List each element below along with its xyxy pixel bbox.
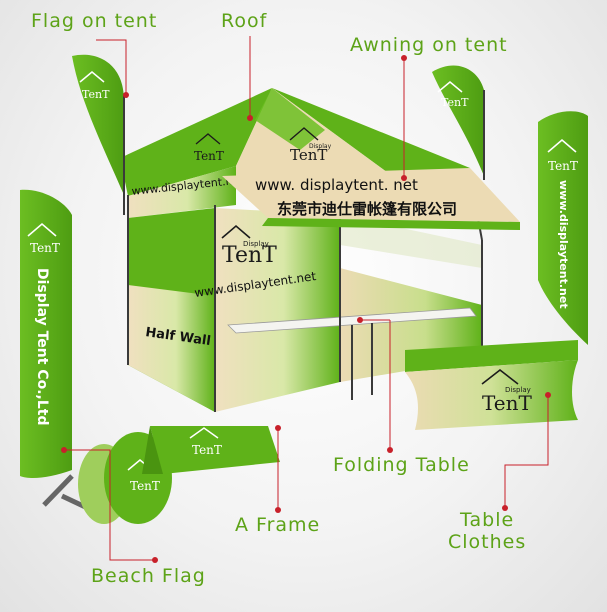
label-roof: Roof <box>221 10 268 32</box>
svg-text:TenT: TenT <box>192 443 222 457</box>
svg-text:TenT: TenT <box>82 88 110 101</box>
svg-text:Display: Display <box>309 143 332 150</box>
tent-roof <box>120 88 470 196</box>
flag-on-tent-left <box>72 54 124 195</box>
roof-back-panel <box>272 88 470 178</box>
table-cloth-logo: Display TenT <box>481 368 533 415</box>
back-wall <box>215 208 340 412</box>
valance-left <box>128 166 236 218</box>
leader-lines <box>64 36 549 561</box>
right-flag-url: www.displaytent.net <box>557 180 570 309</box>
svg-text:TenT: TenT <box>222 243 277 268</box>
flag-on-tent-right <box>432 65 484 176</box>
leader-dots <box>61 55 551 563</box>
svg-text:Display: Display <box>243 240 269 248</box>
awning-company-cn: 东莞市迪仕雷帐篷有限公司 <box>277 200 457 218</box>
label-folding-table: Folding Table <box>333 454 470 476</box>
svg-text:TenT: TenT <box>30 241 60 255</box>
svg-text:TenT: TenT <box>130 479 160 493</box>
roof-left-panel <box>120 88 272 196</box>
svg-text:Display: Display <box>505 386 531 394</box>
svg-text:TenT: TenT <box>441 96 469 109</box>
table-cloth <box>405 360 578 430</box>
label-table-clothes: Table Clothes <box>448 509 527 554</box>
left-flag-company: Display Tent Co.,Ltd <box>34 268 50 425</box>
svg-text:TenT: TenT <box>290 146 327 164</box>
label-flag-on-tent: Flag on tent <box>31 10 158 32</box>
a-frame <box>150 426 280 474</box>
roof-logo: Display TenT <box>289 127 332 164</box>
table-top <box>405 340 578 372</box>
svg-text:TenT: TenT <box>194 149 224 163</box>
folding-table <box>227 307 477 334</box>
right-beach-flag <box>538 111 588 345</box>
label-table-clothes-line1: Table <box>460 509 515 531</box>
awning <box>222 168 520 222</box>
label-awning-on-tent: Awning on tent <box>350 34 508 56</box>
left-tall-flag <box>20 189 72 478</box>
roof-left-logo: TenT <box>194 133 224 163</box>
half-wall <box>128 285 215 412</box>
label-a-frame: A Frame <box>235 514 321 536</box>
svg-text:TenT: TenT <box>482 391 533 415</box>
label-table-clothes-line2: Clothes <box>448 530 527 553</box>
tent-frame <box>127 174 483 412</box>
awning-url: www. displaytent. net <box>255 176 418 194</box>
label-beach-flag: Beach Flag <box>91 565 206 587</box>
svg-text:TenT: TenT <box>548 159 578 173</box>
back-wall-logo: Display TenT <box>221 224 277 268</box>
